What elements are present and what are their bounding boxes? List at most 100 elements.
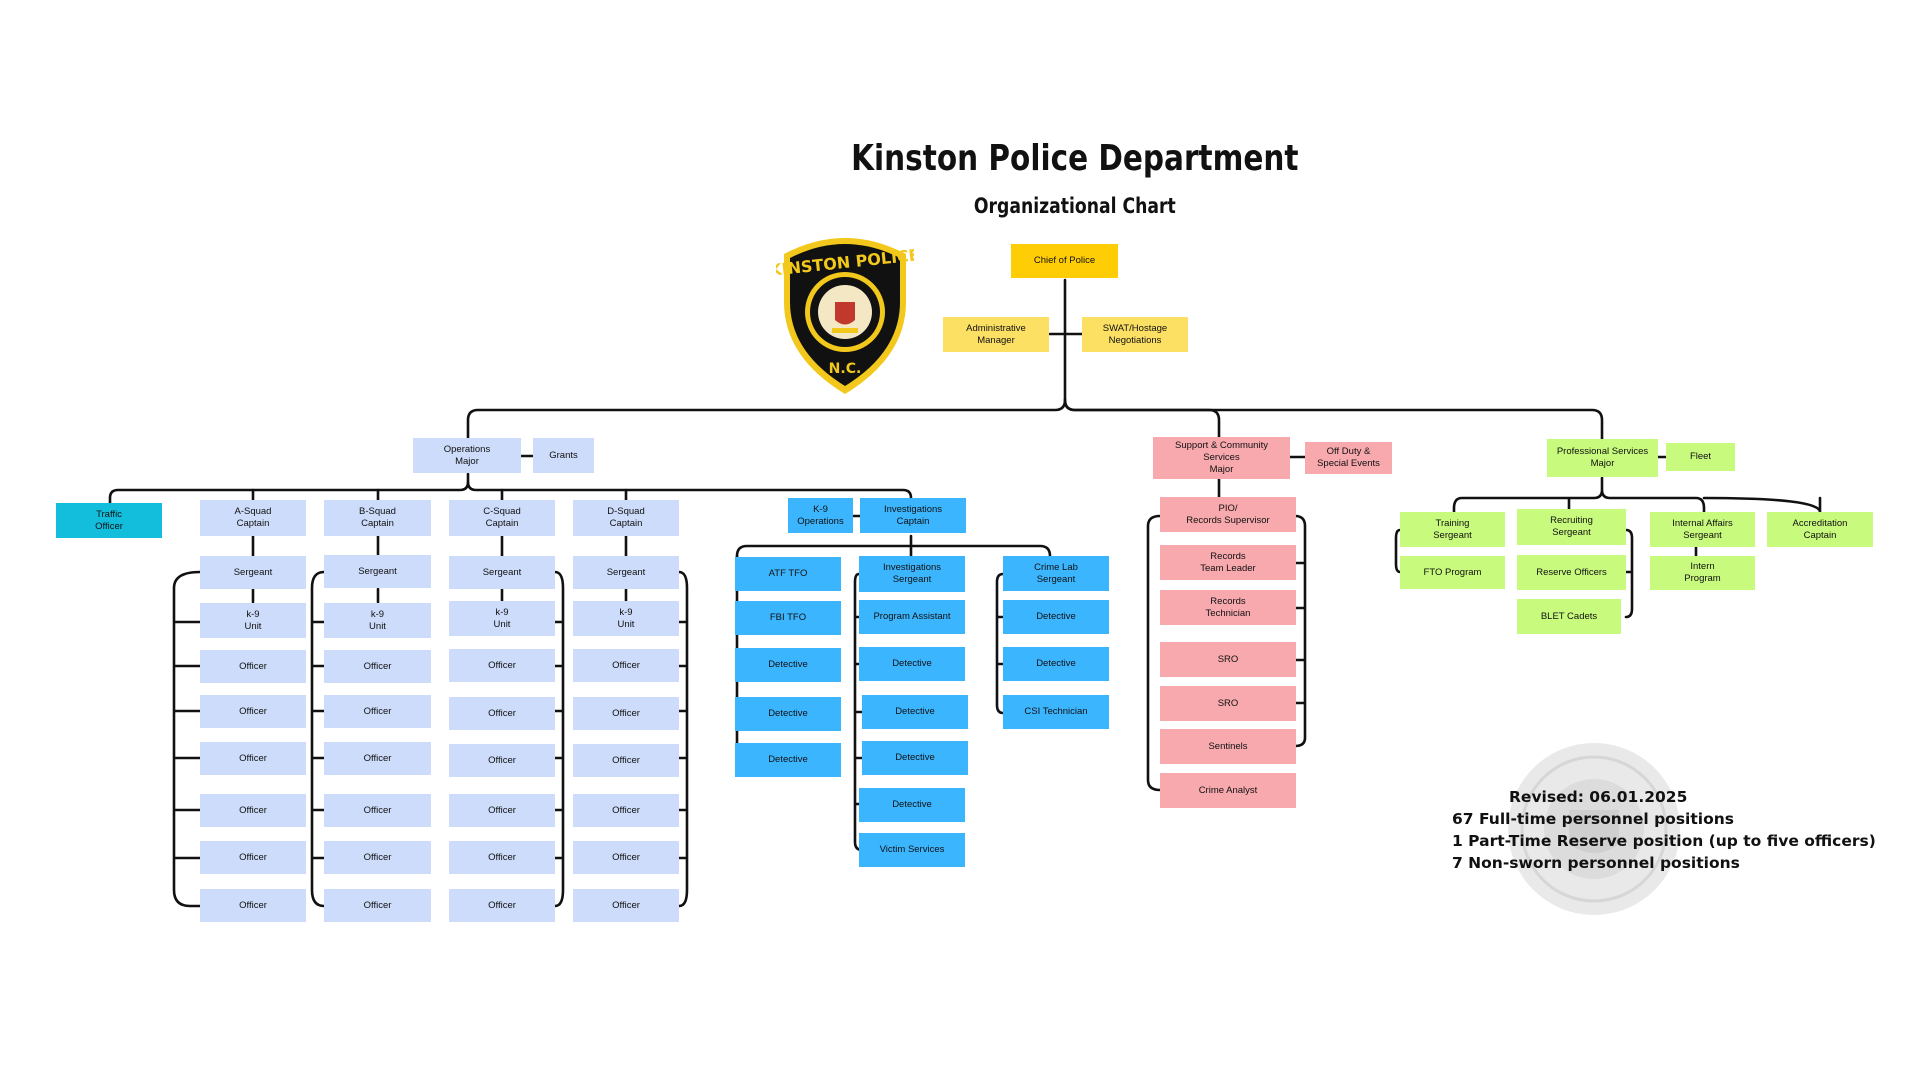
- inv-mid-detective: Detective: [862, 695, 968, 729]
- squad-b-officer: Officer: [324, 742, 431, 775]
- sro-box: SRO: [1160, 642, 1296, 677]
- squad-a-officer: Officer: [200, 695, 306, 728]
- internal-affairs-sergeant-box: Internal Affairs Sergeant: [1650, 512, 1755, 547]
- records-technician-box: Records Technician: [1160, 590, 1296, 625]
- inv-right-detective: Detective: [1003, 647, 1109, 681]
- squad-b-officer: Officer: [324, 841, 431, 874]
- inv-mid-detective: Detective: [859, 788, 965, 822]
- d-squad-captain-box: D-Squad Captain: [573, 500, 679, 536]
- squad-d-officer: Officer: [573, 697, 679, 730]
- squad-b-officer: Officer: [324, 650, 431, 683]
- b-squad-captain-box: B-Squad Captain: [324, 500, 431, 536]
- program-assistant-box: Program Assistant: [859, 600, 965, 634]
- note-line: 67 Full-time personnel positions: [1452, 810, 1734, 828]
- connector-support-right: [1293, 514, 1307, 748]
- squad-c-officer: Officer: [449, 744, 555, 777]
- squad-a-officer: Officer: [200, 742, 306, 775]
- connector-training: [1394, 528, 1402, 574]
- inv-left-detective: Detective: [735, 648, 841, 682]
- crime-lab-sergeant-box: Crime Lab Sergeant: [1003, 556, 1109, 591]
- fleet-box: Fleet: [1666, 443, 1735, 471]
- connector-inv-mid: [853, 572, 864, 852]
- reserve-officers-box: Reserve Officers: [1517, 555, 1626, 590]
- squad-d-officer: Officer: [573, 841, 679, 874]
- squad-b-sergeant: Sergeant: [324, 555, 431, 588]
- squad-d-sergeant: Sergeant: [573, 556, 679, 589]
- crime-analyst-box: Crime Analyst: [1160, 773, 1296, 808]
- records-team-leader-box: Records Team Leader: [1160, 545, 1296, 580]
- squad-c-officer: Officer: [449, 697, 555, 730]
- note-line: 7 Non-sworn personnel positions: [1452, 854, 1740, 872]
- chief-of-police-box: Chief of Police: [1011, 244, 1118, 278]
- c-squad-captain-box: C-Squad Captain: [449, 500, 555, 536]
- connector-chief: [466, 278, 1067, 440]
- squad-c-officer: Officer: [449, 794, 555, 827]
- page-title: Kinston Police Department: [851, 138, 1299, 179]
- operations-major-box: Operations Major: [413, 438, 521, 473]
- revised-date: Revised: 06.01.2025: [1509, 788, 1688, 806]
- accreditation-captain-box: Accreditation Captain: [1767, 512, 1873, 547]
- investigations-captain-box: Investigations Captain: [860, 498, 966, 533]
- squad-a-officer: Officer: [200, 841, 306, 874]
- badge-bottom-text: N.C.: [829, 361, 862, 377]
- connector-squad-a: [172, 534, 255, 908]
- squad-d-officer: Officer: [573, 794, 679, 827]
- connector-support-left: [1146, 514, 1162, 792]
- squad-a-sergeant: Sergeant: [200, 556, 306, 589]
- traffic-officer-box: Traffic Officer: [56, 503, 162, 538]
- note-line: 1 Part-Time Reserve position (up to five…: [1452, 832, 1876, 850]
- squad-a-officer: Officer: [200, 794, 306, 827]
- squad-a-k9-unit: k-9 Unit: [200, 603, 306, 638]
- sentinels-box: Sentinels: [1160, 729, 1296, 764]
- fbi-tfo-box: FBI TFO: [735, 601, 841, 635]
- investigations-sergeant-box: Investigations Sergeant: [859, 556, 965, 592]
- support-major-box: Support & Community Services Major: [1153, 437, 1290, 479]
- connector-inv: [735, 534, 1052, 560]
- squad-c-officer: Officer: [449, 841, 555, 874]
- squad-d-officer: Officer: [573, 889, 679, 922]
- pio-records-supervisor-box: PIO/ Records Supervisor: [1160, 497, 1296, 532]
- squad-d-k9-unit: k-9 Unit: [573, 601, 679, 636]
- off-duty-special-events-box: Off Duty & Special Events: [1305, 442, 1392, 474]
- squad-b-officer: Officer: [324, 794, 431, 827]
- squad-a-officer: Officer: [200, 650, 306, 683]
- connector-ops-right: [466, 480, 913, 502]
- city-seal-watermark: [1508, 743, 1680, 915]
- intern-program-box: Intern Program: [1650, 556, 1755, 590]
- squad-c-k9-unit: k-9 Unit: [449, 601, 555, 636]
- csi-technician-box: CSI Technician: [1003, 695, 1109, 729]
- police-badge-logo: KINSTON POLICE N.C.: [776, 238, 914, 394]
- inv-left-detective: Detective: [735, 697, 841, 731]
- connector-inv-right: [995, 572, 1005, 715]
- recruiting-sergeant-box: Recruiting Sergeant: [1517, 509, 1626, 545]
- inv-right-detective: Detective: [1003, 600, 1109, 634]
- connector-chief-right: [1063, 398, 1221, 440]
- atf-tfo-box: ATF TFO: [735, 557, 841, 591]
- page-subtitle: Organizational Chart: [973, 194, 1176, 218]
- squad-c-officer: Officer: [449, 889, 555, 922]
- inv-mid-detective: Detective: [862, 741, 968, 775]
- connector-squad-d: [624, 534, 689, 908]
- professional-services-major-box: Professional Services Major: [1547, 439, 1658, 477]
- connector-squad-b: [310, 534, 380, 908]
- inv-left-detective: Detective: [735, 743, 841, 777]
- squad-c-sergeant: Sergeant: [449, 556, 555, 589]
- blet-cadets-box: BLET Cadets: [1517, 599, 1621, 634]
- grants-box: Grants: [533, 438, 594, 473]
- connector-prof: [1063, 398, 1604, 445]
- swat-hostage-box: SWAT/Hostage Negotiations: [1082, 317, 1188, 352]
- squad-c-officer: Officer: [449, 649, 555, 682]
- k9-operations-box: K-9 Operations: [788, 498, 853, 533]
- squad-d-officer: Officer: [573, 649, 679, 682]
- connector-squad-c: [500, 534, 565, 908]
- connector-recruiting: [1624, 528, 1634, 619]
- squad-b-officer: Officer: [324, 695, 431, 728]
- fto-program-box: FTO Program: [1400, 556, 1505, 589]
- squad-b-k9-unit: k-9 Unit: [324, 603, 431, 638]
- administrative-manager-box: Administrative Manager: [943, 317, 1049, 352]
- connector-prof-branch: [1452, 476, 1822, 514]
- squad-a-officer: Officer: [200, 889, 306, 922]
- personnel-notes: Revised: 06.01.2025 67 Full-time personn…: [1452, 786, 1876, 874]
- inv-mid-detective: Detective: [859, 647, 965, 681]
